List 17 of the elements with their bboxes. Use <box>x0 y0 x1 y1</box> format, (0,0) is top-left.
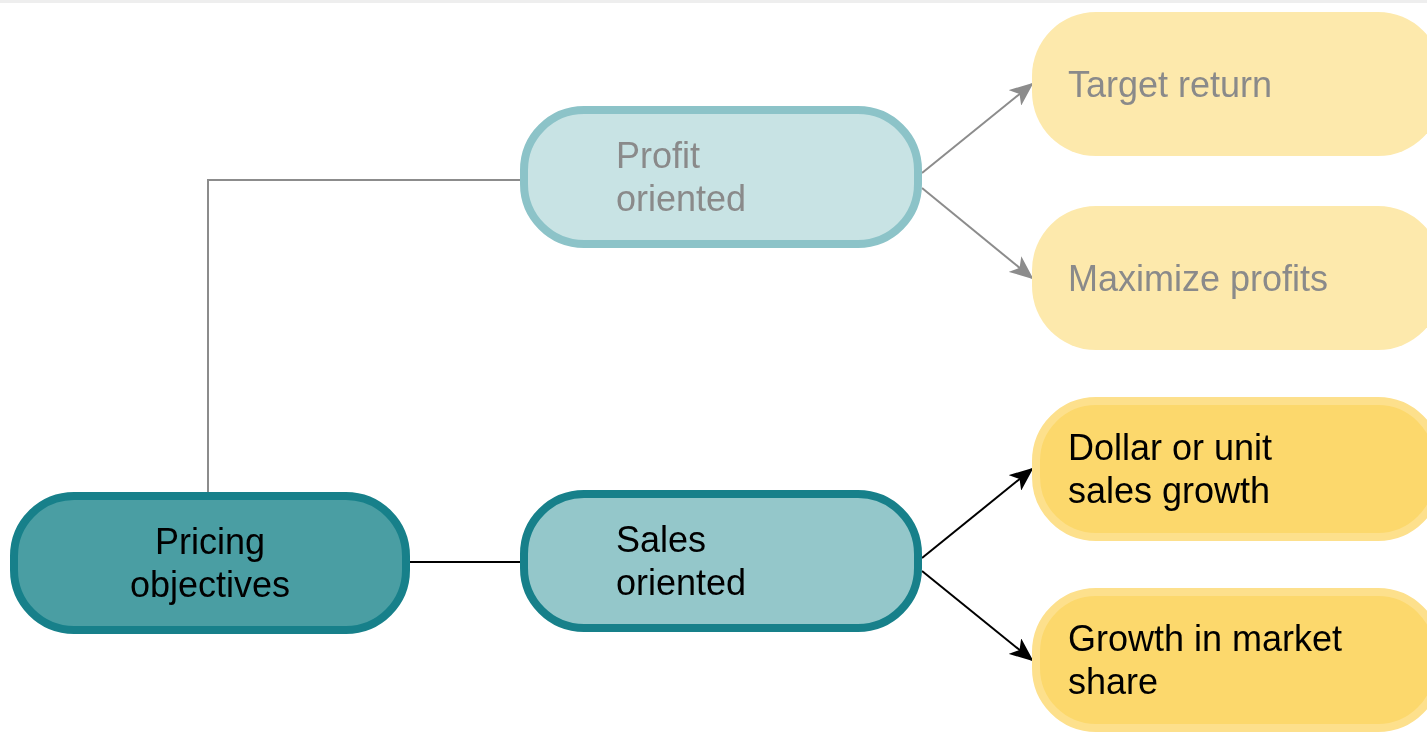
rounded-box <box>1032 397 1427 541</box>
node-label: Sales oriented <box>616 518 748 604</box>
node-label: Profit oriented <box>616 134 748 220</box>
rounded-box <box>1032 12 1427 156</box>
rounded-box <box>1032 206 1427 350</box>
node-label: Pricing objectives <box>128 520 292 606</box>
node-label: Dollar or unit sales growth <box>1068 426 1274 512</box>
arrow <box>921 467 1034 559</box>
connector-line <box>409 561 521 563</box>
arrow <box>921 570 1034 662</box>
node-label: Maximize profits <box>1068 256 1330 300</box>
arrow <box>921 82 1034 174</box>
arrow <box>921 187 1034 280</box>
node-label: Target return <box>1068 62 1274 106</box>
connector-line <box>207 179 521 493</box>
rounded-box <box>1032 588 1427 732</box>
node-label: Growth in market share <box>1068 617 1344 703</box>
